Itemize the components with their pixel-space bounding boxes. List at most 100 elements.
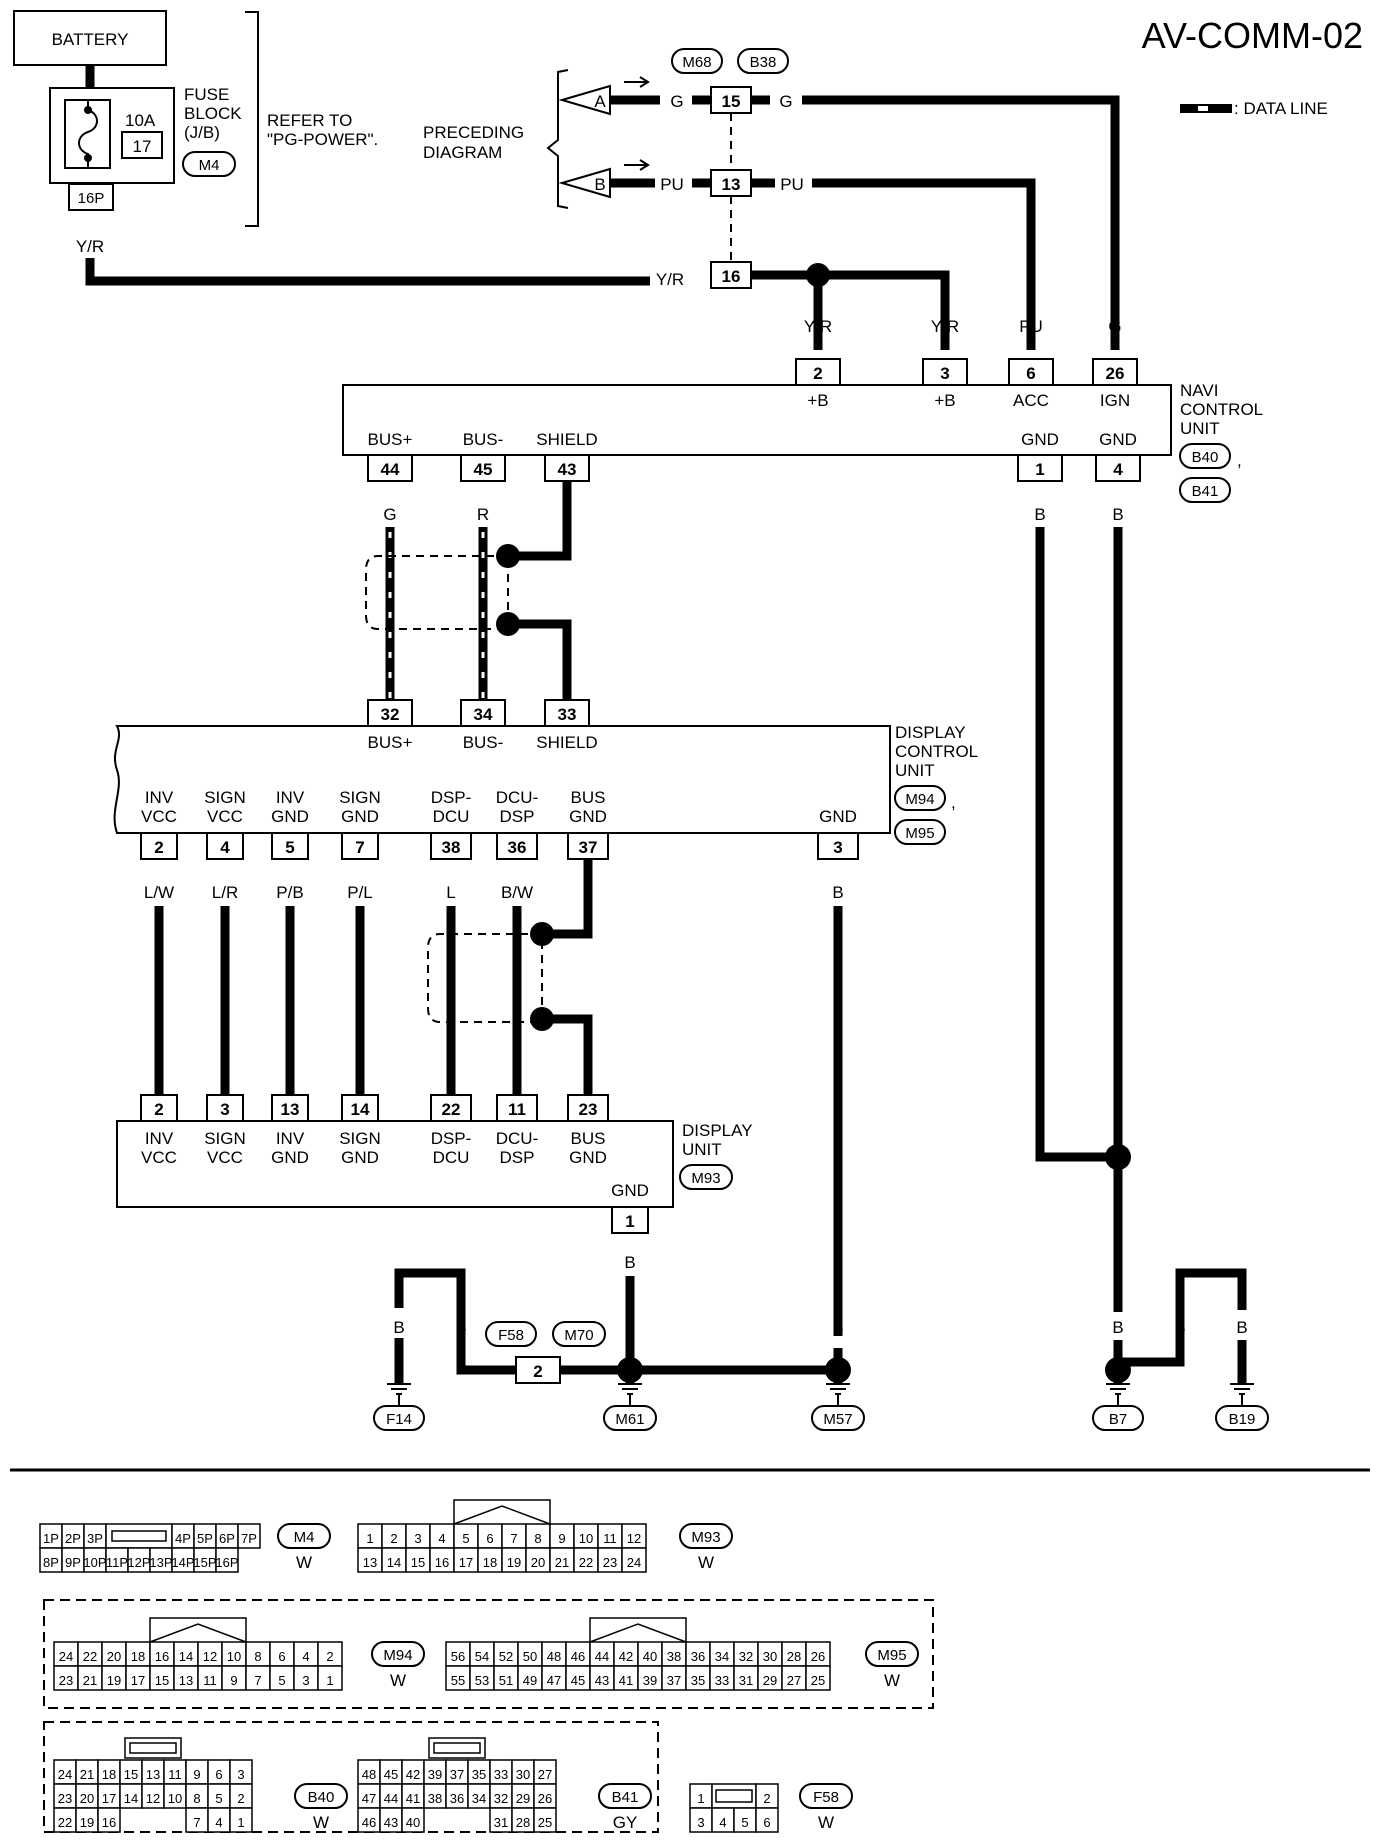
svg-text:2: 2 [813,364,822,383]
svg-text:SIGN: SIGN [204,1129,246,1148]
connector-pin: 31 [494,1815,508,1830]
connector-pin: 9 [558,1531,565,1546]
connector-pin: 53 [475,1673,489,1688]
svg-text:GND: GND [1099,430,1137,449]
svg-text:DCU-: DCU- [496,1129,539,1148]
connector-pin: 7P [241,1531,257,1546]
fuse-block-label-1: FUSE [184,85,229,104]
connector-pin: 15 [411,1555,425,1570]
svg-text:DSP: DSP [500,807,535,826]
svg-text:14: 14 [351,1100,370,1119]
connector-pin: 7 [254,1673,261,1688]
connector-pin: 5 [741,1815,748,1830]
connector-pin: 33 [494,1767,508,1782]
navi-top-pin-3: 3+B [922,358,968,410]
connector-pin: 3 [237,1767,244,1782]
connector-pin: 39 [428,1767,442,1782]
wire-g-label-a: G [670,92,683,111]
fuse-icon [78,100,98,168]
connector-pin: 40 [643,1649,657,1664]
wire-r-label-bus: R [477,505,489,524]
connector-pin: 6 [763,1815,770,1830]
connector-pin: 10 [168,1791,182,1806]
connector-pin: 19 [507,1555,521,1570]
connector-pin: 12 [627,1531,641,1546]
wire-yr-label-battery: Y/R [76,237,104,256]
connector-pin: 2 [237,1791,244,1806]
connector-pin: 12 [203,1649,217,1664]
svg-text:1: 1 [1035,460,1044,479]
connector-pin: 43 [595,1673,609,1688]
connector-pin: 48 [362,1767,376,1782]
connector-pin: 15P [193,1555,216,1570]
connector-pin: 29 [763,1673,777,1688]
navi-top-pin-2: 2+B [795,358,841,410]
connector-pin: 18 [483,1555,497,1570]
ground-conn-m70: M70 [564,1327,593,1344]
wire-g-label-b: G [779,92,792,111]
connector-pin: 2 [763,1791,770,1806]
svg-text:DSP: DSP [500,1148,535,1167]
connector-pin: 16 [155,1649,169,1664]
wire-b-label-dcu-gnd: B [832,883,843,902]
connector-pin: 17 [131,1673,145,1688]
dcu-conn-m95: M95 [905,825,934,842]
connector-pin: 41 [619,1673,633,1688]
connector-pin: 1 [237,1815,244,1830]
svg-text:,: , [1237,451,1242,470]
connector-pin: 46 [571,1649,585,1664]
svg-text:11: 11 [508,1100,526,1119]
connector-group-m94-m95 [43,1599,934,1709]
svg-text:36: 36 [508,838,527,857]
ground-label-m61: M61 [615,1411,644,1428]
navi-label-2: CONTROL [1180,400,1263,419]
connector-pin: 26 [538,1791,552,1806]
svg-text:BUS: BUS [571,1129,606,1148]
refer-label-1: REFER TO [267,111,352,130]
connector-pin: 18 [102,1767,116,1782]
connector-pin: 50 [523,1649,537,1664]
ground-label-f14: F14 [386,1411,412,1428]
fuse-number: 17 [133,137,152,156]
connector-pin: 32 [494,1791,508,1806]
connector-pin: 42 [406,1767,420,1782]
svg-text:VCC: VCC [141,1148,177,1167]
svg-text:43: 43 [558,460,577,479]
wire-b-label-navi-gnd1: B [1034,505,1045,524]
navi-conn-b41: B41 [1192,483,1219,500]
wire-l-label: L [446,883,455,902]
connector-pin: 23 [59,1673,73,1688]
connector-pin: 1P [43,1531,59,1546]
connector-pin: 8 [254,1649,261,1664]
connector-pin: 4 [438,1531,445,1546]
fuse-block-label-2: BLOCK [184,104,242,123]
connector-pin: 6 [278,1649,285,1664]
wire-b-label-b7: B [1112,1318,1123,1337]
connector-pin: 20 [80,1791,94,1806]
wire-pb-label: P/B [276,883,303,902]
connector-pin: 7 [510,1531,517,1546]
arrow-a-icon [558,84,611,116]
ground-m57-icon [826,1383,850,1395]
connector-pin: 26 [811,1649,825,1664]
connector-pin: 4P [175,1531,191,1546]
svg-text:ACC: ACC [1013,391,1049,410]
svg-text:32: 32 [381,705,400,724]
connector-pin: 1 [366,1531,373,1546]
wire-g-label-navi26: G [1108,317,1121,336]
connector-pin: 6 [215,1767,222,1782]
connector-pin: 13P [149,1555,172,1570]
wire-b-label-f14: B [393,1318,404,1337]
connector-pin: 2 [326,1649,333,1664]
wire-b-label-m57: B [832,1318,843,1337]
connector-pin: 16 [102,1815,116,1830]
svg-text:26: 26 [1106,364,1125,383]
